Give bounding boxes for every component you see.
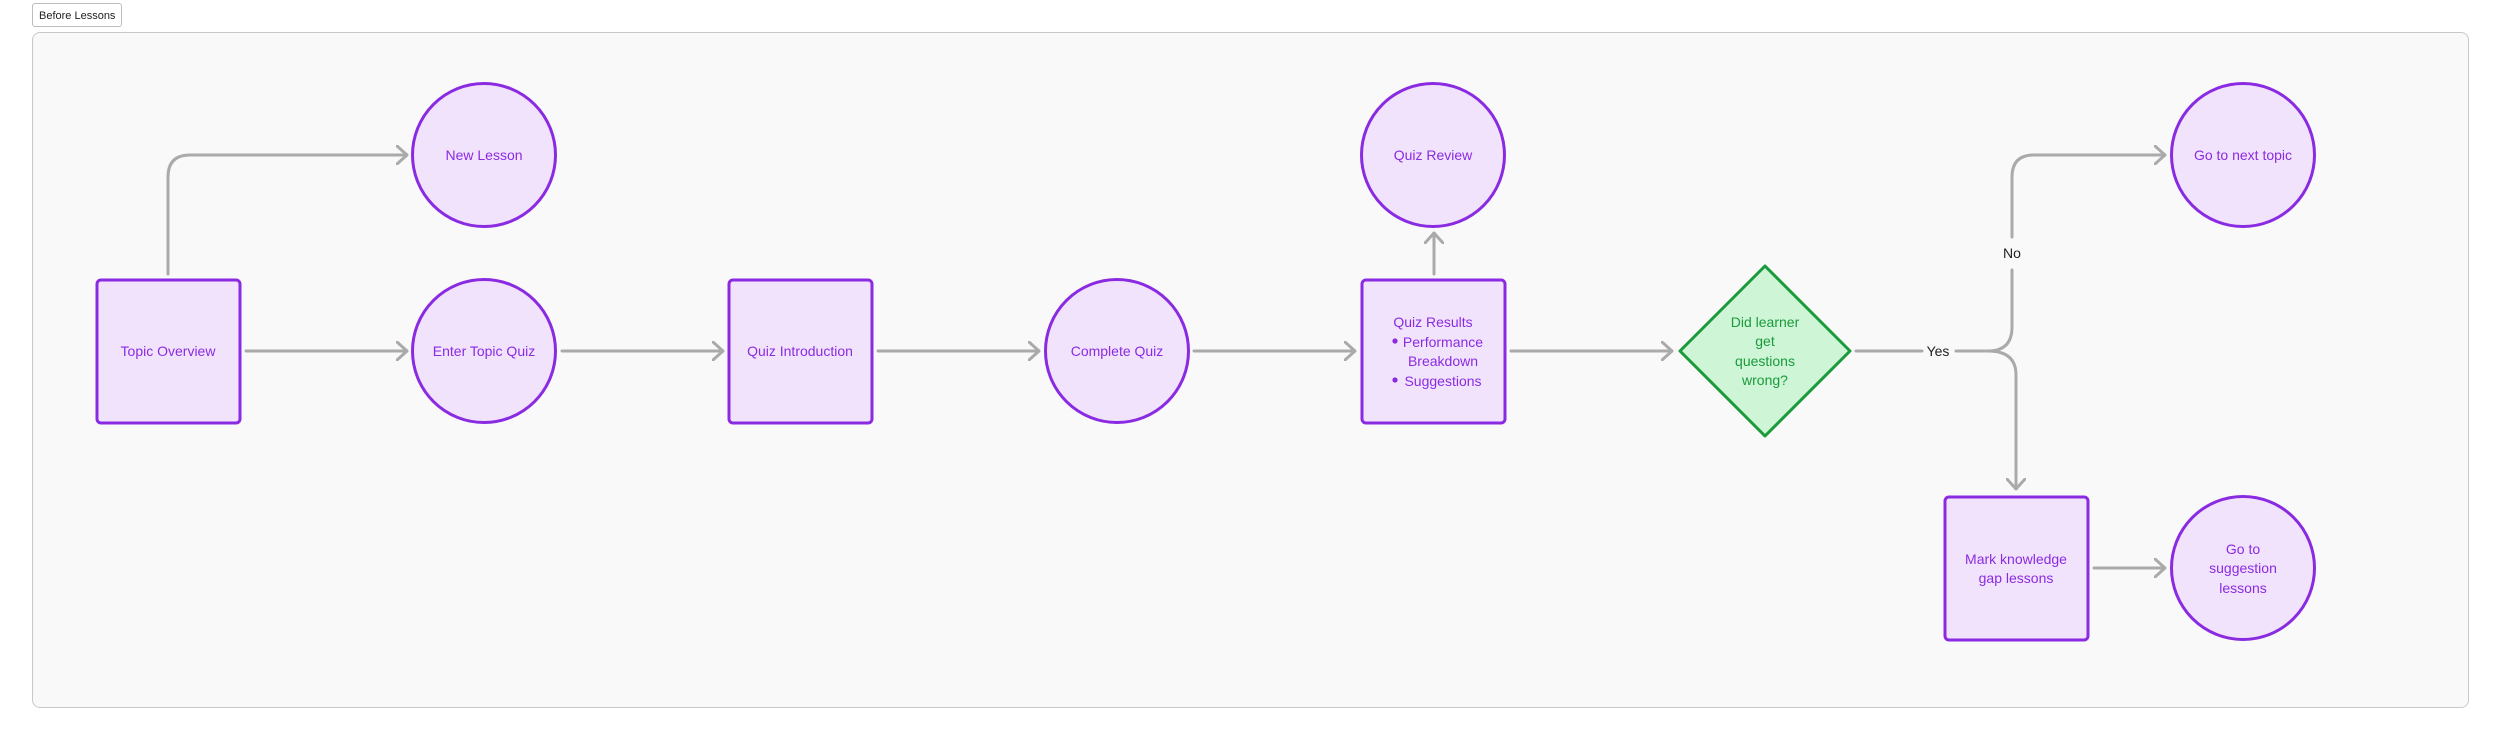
- bullet-dot: [1392, 377, 1398, 383]
- node-decision-label-4: wrong?: [1741, 372, 1788, 388]
- node-mark-gap-lessons[interactable]: Mark knowledge gap lessons: [1943, 495, 2090, 642]
- node-enter-topic-quiz-label: Enter Topic Quiz: [433, 343, 535, 359]
- tab-before-lessons[interactable]: Before Lessons: [32, 3, 123, 27]
- node-decision-label-1: Did learner: [1731, 314, 1800, 330]
- node-go-suggestion-lessons[interactable]: Go to suggestion lessons: [2170, 495, 2316, 641]
- node-go-next-topic[interactable]: Go to next topic: [2170, 82, 2316, 228]
- node-topic-overview-label: Topic Overview: [121, 343, 217, 359]
- node-new-lesson[interactable]: New Lesson: [411, 82, 557, 228]
- node-quiz-introduction[interactable]: Quiz Introduction: [727, 278, 874, 425]
- node-mark-gap-label-1: Mark knowledge: [1965, 551, 2067, 567]
- edge-topic-to-new-lesson[interactable]: [166, 155, 409, 276]
- edge-decision-to-next-topic-b[interactable]: [2010, 155, 2167, 239]
- node-go-next-topic-label: Go to next topic: [2194, 147, 2292, 163]
- node-go-suggestion-label-1: Go to: [2226, 541, 2260, 557]
- node-complete-quiz[interactable]: Complete Quiz: [1044, 278, 1190, 424]
- node-quiz-results-bullet-1: Performance: [1403, 334, 1483, 350]
- node-decision-label-2: get: [1755, 333, 1775, 349]
- edge-decision-to-next-topic[interactable]: [1986, 268, 2014, 353]
- node-decision-label-3: questions: [1735, 353, 1795, 369]
- edge-label-yes: Yes: [1927, 343, 1950, 359]
- node-go-suggestion-label-3: lessons: [2219, 580, 2266, 596]
- node-quiz-results[interactable]: Quiz Results Performance Breakdown Sugge…: [1360, 278, 1507, 425]
- node-decision-wrong-answers[interactable]: Did learner get questions wrong?: [1678, 264, 1852, 438]
- node-quiz-review[interactable]: Quiz Review: [1360, 82, 1506, 228]
- node-quiz-review-label: Quiz Review: [1394, 147, 1473, 163]
- node-quiz-results-bullet-1b: Breakdown: [1408, 353, 1478, 369]
- node-quiz-results-title: Quiz Results: [1393, 314, 1472, 330]
- node-go-suggestion-label-2: suggestion: [2209, 560, 2277, 576]
- node-complete-quiz-label: Complete Quiz: [1071, 343, 1164, 359]
- node-new-lesson-label: New Lesson: [445, 147, 522, 163]
- node-topic-overview[interactable]: Topic Overview: [95, 278, 242, 425]
- node-quiz-introduction-label: Quiz Introduction: [747, 343, 853, 359]
- node-enter-topic-quiz[interactable]: Enter Topic Quiz: [411, 278, 557, 424]
- node-mark-gap-label-2: gap lessons: [1979, 570, 2054, 586]
- node-quiz-results-bullet-2: Suggestions: [1404, 373, 1481, 389]
- edge-label-no: No: [2003, 245, 2021, 261]
- bullet-dot: [1392, 338, 1398, 344]
- edge-decision-to-mark-gap[interactable]: [1986, 349, 2016, 491]
